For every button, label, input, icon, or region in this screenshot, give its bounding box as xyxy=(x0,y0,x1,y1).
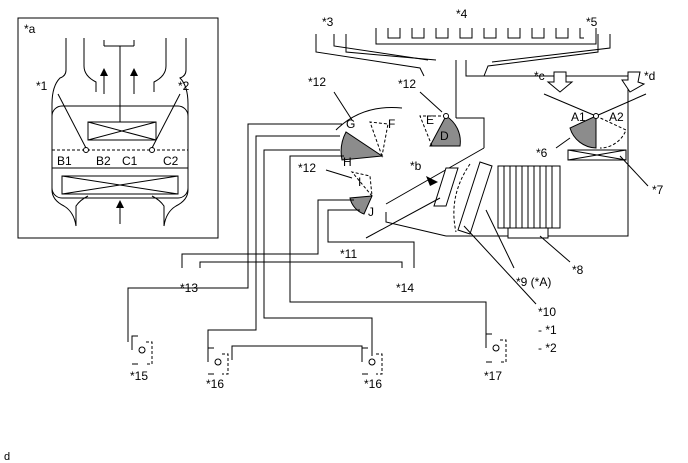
servo-actuators: *15 *16 *16 *17 xyxy=(130,333,507,391)
section-b1-label: B1 xyxy=(57,154,72,168)
damper-d-label: D xyxy=(440,129,449,143)
callout-13: *13 xyxy=(180,281,198,295)
callout-c: *c xyxy=(534,69,545,83)
callout-7: *7 xyxy=(652,183,664,197)
section-b2-label: B2 xyxy=(96,154,111,168)
callout-9: *9 (*A) xyxy=(516,275,551,289)
damper-e-label: E xyxy=(426,113,434,127)
inset-panel: *a *1 * xyxy=(17,17,219,239)
damper-g-label: G xyxy=(346,117,355,131)
callout-16-left: *16 xyxy=(206,377,224,391)
actuator-16-right: *16 xyxy=(361,347,383,391)
intake-a1-label: A1 xyxy=(571,110,586,124)
callout-6: *6 xyxy=(536,146,548,160)
section-c1-label: C1 xyxy=(122,154,138,168)
callout-12-low: *12 xyxy=(298,161,316,175)
callout-12-left: *12 xyxy=(308,75,326,89)
callout-11: *11 xyxy=(340,247,357,261)
callout-5: *5 xyxy=(586,15,598,29)
damper-f-label: F xyxy=(388,117,395,131)
inset-label: *a xyxy=(24,22,36,36)
callout-10-sub-1: - *1 xyxy=(538,323,557,337)
inset-callout-1: *1 xyxy=(36,79,48,93)
main-housing xyxy=(335,76,629,237)
callout-17: *17 xyxy=(484,369,502,383)
callout-b: *b xyxy=(410,159,422,173)
mode-dampers: G F H *12 E D *12 I J *12 xyxy=(298,75,461,219)
callout-10: *10 xyxy=(538,305,556,319)
evaporator-fins xyxy=(503,166,553,228)
actuator-17: *17 xyxy=(484,333,507,383)
intake-a2-label: A2 xyxy=(609,110,624,124)
control-cables: *13 *14 xyxy=(127,123,487,360)
callout-3: *3 xyxy=(322,15,334,29)
callout-14: *14 xyxy=(396,281,414,295)
damper-j-label: J xyxy=(368,205,374,219)
callout-16-right: *16 xyxy=(364,377,382,391)
callout-12-mid: *12 xyxy=(398,77,416,91)
damper-h-label: H xyxy=(343,155,352,169)
inset-callout-2: *2 xyxy=(178,79,190,93)
callout-8: *8 xyxy=(572,263,584,277)
callout-15: *15 xyxy=(130,369,148,383)
actuator-16-left: *16 xyxy=(206,347,229,391)
intake-section: *c *d A1 A2 *6 *7 xyxy=(534,69,664,197)
actuator-15: *15 xyxy=(130,335,153,383)
section-c2-label: C2 xyxy=(163,154,179,168)
damper-i-label: I xyxy=(358,175,361,189)
callout-4: *4 xyxy=(456,7,468,21)
callout-d: *d xyxy=(644,69,655,83)
core-unit: *b *8 *9 (*A) *10 - *1 - *2 *11 xyxy=(340,159,584,355)
corner-mark: d xyxy=(4,451,10,463)
duct-outlets: *3 *4 *5 xyxy=(315,7,628,118)
callout-10-sub-2: - *2 xyxy=(538,341,557,355)
